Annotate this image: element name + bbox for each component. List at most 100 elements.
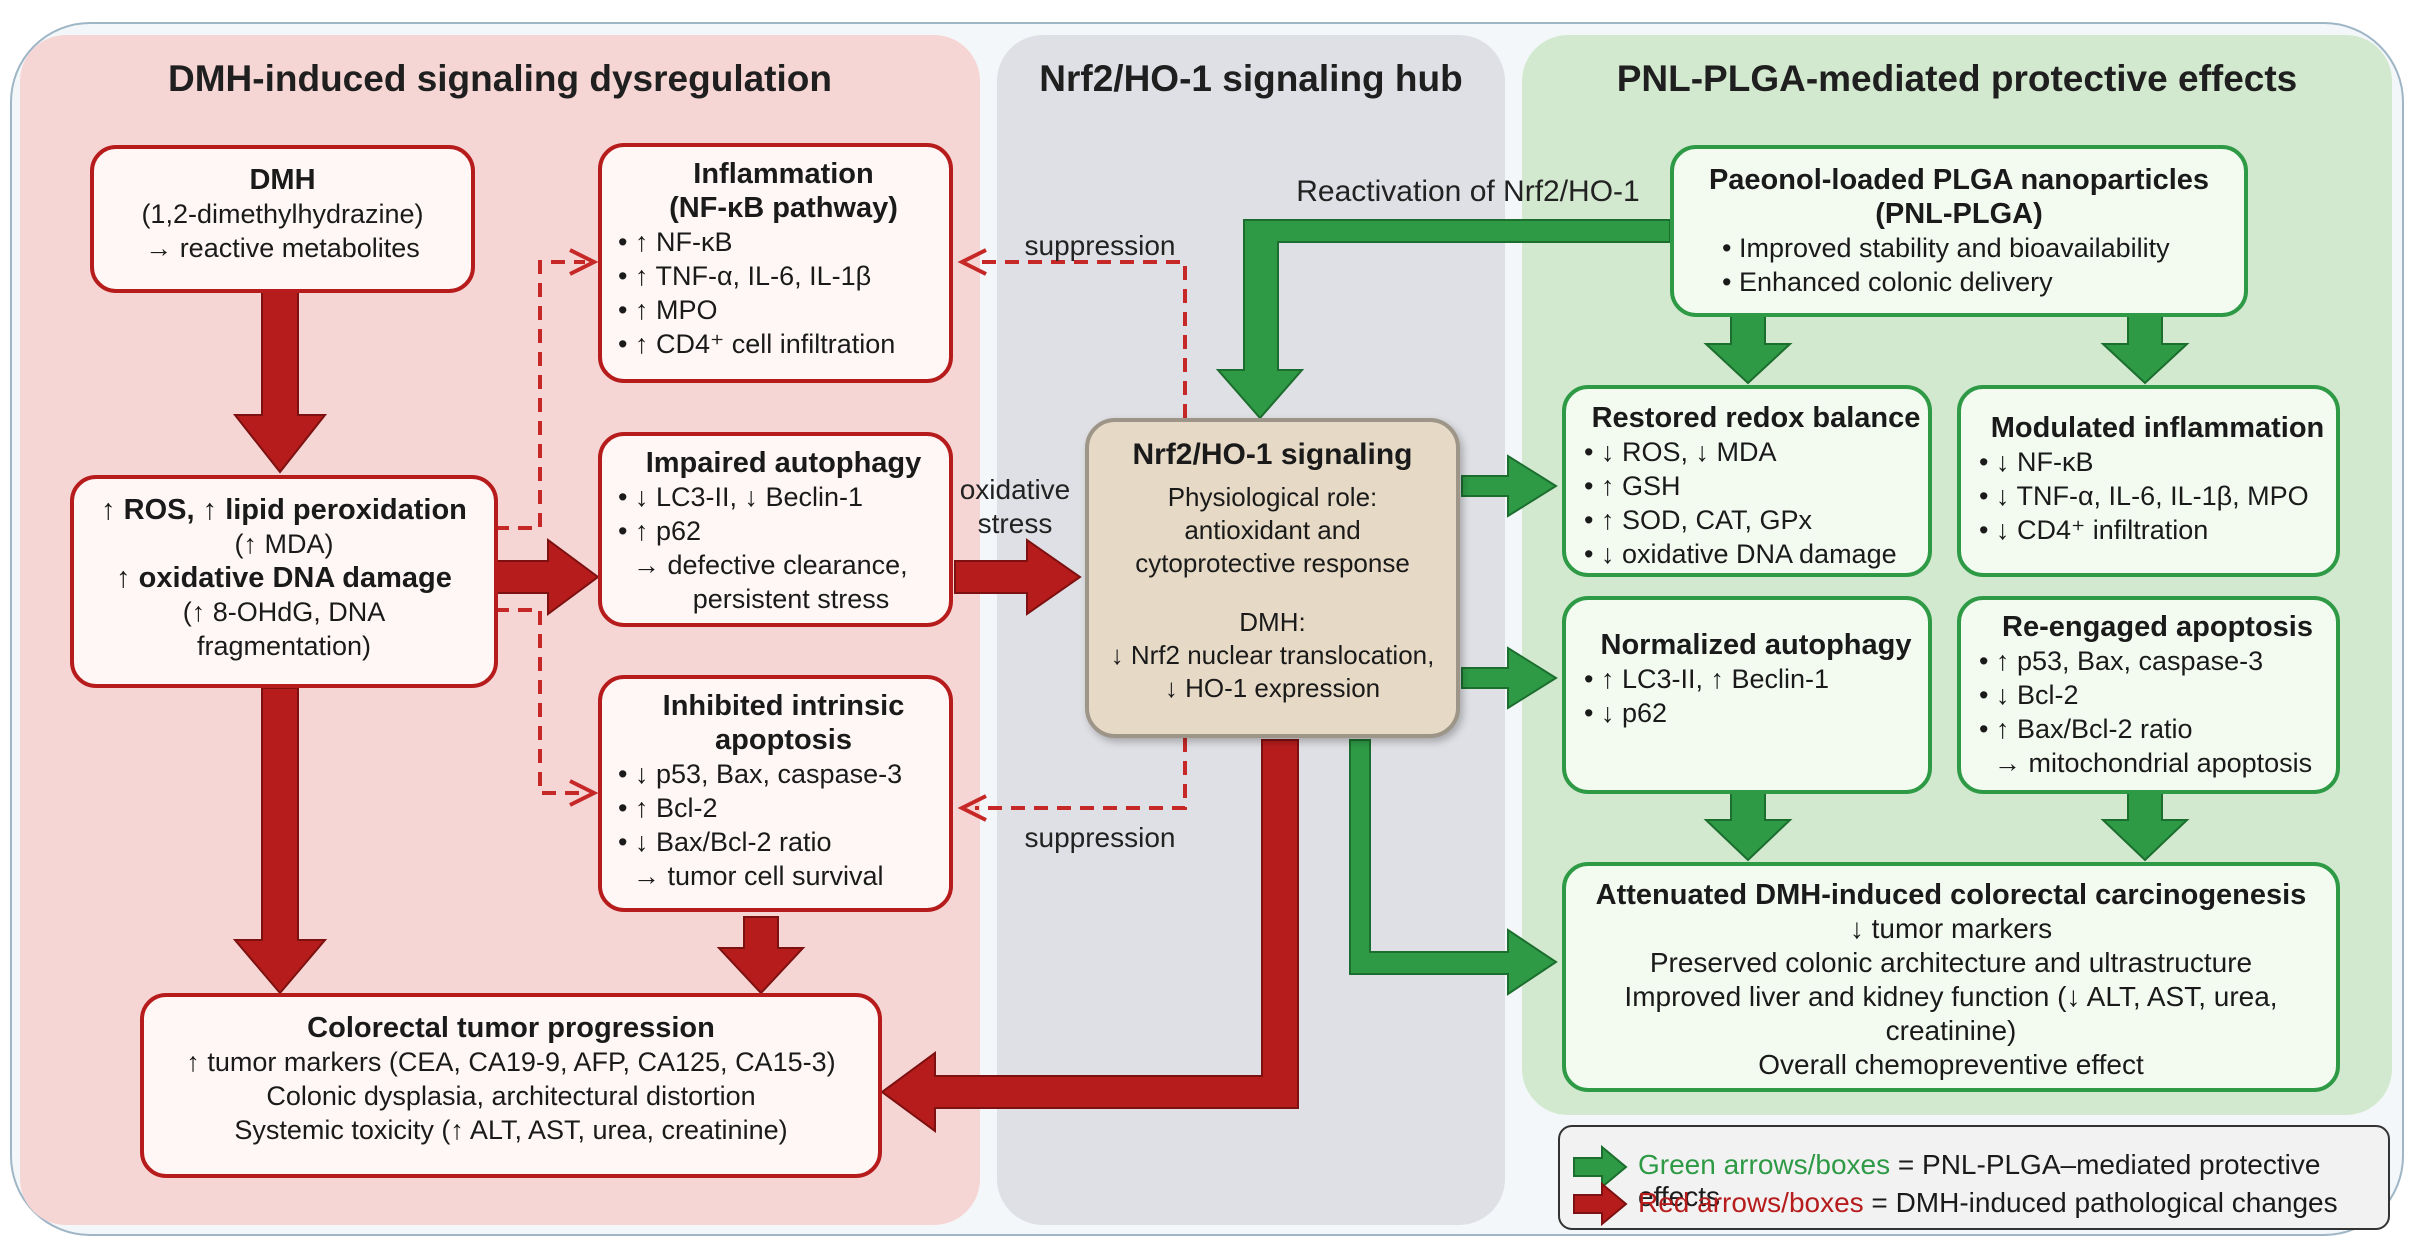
ros-line-5: fragmentation) bbox=[196, 631, 372, 661]
dmh-line-2: → reactive metabolites bbox=[145, 233, 420, 263]
apoptosis-item: • ↓ p53, Bax, caspase-3 bbox=[618, 759, 903, 789]
tumor-line: Systemic toxicity (↑ ALT, AST, urea, cre… bbox=[234, 1115, 788, 1145]
box-modulated-inflammation: Modulated inflammation • ↓ NF-κB • ↓ TNF… bbox=[1957, 385, 2340, 577]
atten-line: Preserved colonic architecture and ultra… bbox=[1649, 947, 2253, 978]
ros-line-3: ↑ oxidative DNA damage bbox=[116, 562, 452, 594]
apoptosis-item: → tumor cell survival bbox=[618, 861, 884, 891]
dashhead-apoptosis bbox=[569, 779, 599, 807]
inflammation-item: • ↑ TNF-α, IL-6, IL-1β bbox=[618, 261, 872, 291]
normaut-item: • ↓ p62 bbox=[1584, 698, 1668, 728]
arrow-hub-to-atten bbox=[1349, 739, 1558, 996]
autophagy-title: Impaired autophagy bbox=[645, 447, 922, 479]
box-impaired-autophagy: Impaired autophagy • ↓ LC3-II, ↓ Beclin-… bbox=[598, 432, 953, 627]
hub-spacer bbox=[1089, 580, 1456, 606]
dashed-hub-suppress-apoptosis bbox=[975, 738, 1187, 810]
redox-item: • ↑ GSH bbox=[1584, 471, 1681, 501]
arrow-apoptosis-to-tumor bbox=[716, 916, 806, 995]
box-nrf2-hub: Nrf2/HO-1 signaling Physiological role: … bbox=[1085, 418, 1460, 738]
legend-red-text: = DMH-induced pathological changes bbox=[1863, 1187, 2338, 1218]
arrow-apoptosis-to-atten bbox=[2100, 792, 2190, 862]
arrow-hub-to-redox bbox=[1461, 454, 1558, 518]
redox-item: • ↓ oxidative DNA damage bbox=[1584, 539, 1897, 569]
atten-title: Attenuated DMH-induced colorectal carcin… bbox=[1595, 879, 2307, 911]
arrow-reactivation bbox=[1215, 219, 1671, 420]
autophagy-item: • ↓ LC3-II, ↓ Beclin-1 bbox=[618, 482, 864, 512]
box-dmh: DMH (1,2-dimethylhydrazine) → reactive m… bbox=[90, 145, 475, 293]
tumor-line: Colonic dysplasia, architectural distort… bbox=[266, 1081, 756, 1111]
hub-line: ↓ Nrf2 nuclear translocation, bbox=[1110, 640, 1435, 670]
apoptosis-title-2: apoptosis bbox=[715, 724, 852, 756]
dmh-title: DMH bbox=[249, 164, 316, 196]
dashhead-suppress-apoptosis bbox=[957, 794, 987, 822]
pnl-title-1: Paeonol-loaded PLGA nanoparticles bbox=[1708, 164, 2210, 196]
reapop-item: • ↑ Bax/Bcl-2 ratio bbox=[1979, 714, 2193, 744]
title-left: DMH-induced signaling dysregulation bbox=[168, 58, 832, 99]
legend-red-key: Red arrows/boxes bbox=[1638, 1187, 1864, 1218]
arrow-autophagy-to-atten bbox=[1703, 792, 1793, 862]
apoptosis-item: • ↓ Bax/Bcl-2 ratio bbox=[618, 827, 832, 857]
box-ros: ↑ ROS, ↑ lipid peroxidation (↑ MDA) ↑ ox… bbox=[70, 475, 498, 688]
hub-line: Physiological role: bbox=[1167, 482, 1378, 512]
pnl-item: • Improved stability and bioavailability bbox=[1722, 233, 2170, 263]
label-suppression-top: suppression bbox=[1024, 230, 1176, 261]
apoptosis-item: • ↑ Bcl-2 bbox=[618, 793, 718, 823]
reapop-item: → mitochondrial apoptosis bbox=[1979, 748, 2313, 778]
legend-arrows bbox=[1573, 1144, 1628, 1227]
arrow-autophagy-to-hub bbox=[954, 538, 1082, 616]
box-reengaged-apoptosis: Re-engaged apoptosis • ↑ p53, Bax, caspa… bbox=[1957, 596, 2340, 794]
legend-green-row: Green arrows/boxes = PNL-PLGA–mediated p… bbox=[1638, 1149, 2388, 1213]
hub-title: Nrf2/HO-1 signaling bbox=[1132, 438, 1413, 471]
box-normalized-autophagy: Normalized autophagy • ↑ LC3-II, ↑ Becli… bbox=[1562, 596, 1932, 794]
dmh-line-1: (1,2-dimethylhydrazine) bbox=[141, 199, 424, 229]
tumor-title: Colorectal tumor progression bbox=[307, 1012, 715, 1044]
modinf-item: • ↓ TNF-α, IL-6, IL-1β, MPO bbox=[1979, 481, 2309, 511]
box-restored-redox: Restored redox balance • ↓ ROS, ↓ MDA • … bbox=[1562, 385, 1932, 577]
reapop-title: Re-engaged apoptosis bbox=[2002, 611, 2313, 643]
ros-line-2: (↑ MDA) bbox=[234, 529, 334, 559]
hub-line: cytoprotective response bbox=[1135, 548, 1410, 578]
arrow-dmh-to-ros bbox=[232, 291, 328, 474]
reapop-item: • ↑ p53, Bax, caspase-3 bbox=[1979, 646, 2264, 676]
reapop-item: • ↓ Bcl-2 bbox=[1979, 680, 2079, 710]
hub-line: antioxidant and bbox=[1184, 515, 1361, 545]
autophagy-item: → defective clearance, bbox=[618, 550, 908, 580]
redox-item: • ↓ ROS, ↓ MDA bbox=[1584, 437, 1777, 467]
arrow-ros-to-autophagy bbox=[494, 538, 600, 616]
arrow-pnl-to-redox bbox=[1703, 315, 1793, 385]
box-attenuated-carcinogenesis: Attenuated DMH-induced colorectal carcin… bbox=[1562, 862, 2340, 1092]
legend: Green arrows/boxes = PNL-PLGA–mediated p… bbox=[1558, 1125, 2390, 1230]
arrow-pnl-to-modinf bbox=[2100, 315, 2190, 385]
label-oxidative: oxidative bbox=[959, 474, 1071, 505]
legend-green-text: = PNL-PLGA–mediated protective effects bbox=[1638, 1149, 2321, 1212]
tumor-line: ↑ tumor markers (CEA, CA19-9, AFP, CA125… bbox=[186, 1047, 836, 1077]
label-stress: stress bbox=[977, 508, 1053, 539]
dashhead-inflammation bbox=[569, 248, 599, 276]
pnl-title-2: (PNL-PLGA) bbox=[1875, 198, 2043, 230]
legend-green-key: Green arrows/boxes bbox=[1638, 1149, 1891, 1180]
inflammation-item: • ↑ NF-κB bbox=[618, 227, 733, 257]
atten-line: Improved liver and kidney function (↓ AL… bbox=[1624, 981, 2278, 1012]
dashed-ros-to-apoptosis bbox=[495, 608, 585, 795]
dashed-ros-to-inflammation bbox=[495, 260, 585, 530]
box-pnl-plga: Paeonol-loaded PLGA nanoparticles (PNL-P… bbox=[1670, 145, 2248, 317]
apoptosis-title-1: Inhibited intrinsic bbox=[662, 690, 905, 722]
redox-title: Restored redox balance bbox=[1591, 402, 1921, 434]
label-reactivation: Reactivation of Nrf2/HO-1 bbox=[1296, 175, 1640, 208]
modinf-title: Modulated inflammation bbox=[1990, 412, 2325, 444]
modinf-item: • ↓ CD4⁺ infiltration bbox=[1979, 515, 2209, 545]
atten-line: Overall chemopreventive effect bbox=[1758, 1049, 2144, 1080]
pnl-item: • Enhanced colonic delivery bbox=[1722, 267, 2053, 297]
atten-line: ↓ tumor markers bbox=[1849, 913, 2053, 944]
dashhead-suppress-inflammation bbox=[957, 248, 987, 276]
inflammation-title-2: (NF-κB pathway) bbox=[669, 192, 898, 224]
box-inflammation: Inflammation (NF-κB pathway) • ↑ NF-κB •… bbox=[598, 143, 953, 383]
legend-green-arrow-icon bbox=[1573, 1144, 1628, 1190]
arrow-ros-to-tumor bbox=[232, 687, 328, 995]
autophagy-item: • ↑ p62 bbox=[618, 516, 702, 546]
box-tumor-progression: Colorectal tumor progression ↑ tumor mar… bbox=[140, 993, 882, 1178]
atten-line: creatinine) bbox=[1885, 1015, 2017, 1046]
inflammation-item: • ↑ MPO bbox=[618, 295, 718, 325]
redox-item: • ↑ SOD, CAT, GPx bbox=[1584, 505, 1812, 535]
legend-red-arrow-icon bbox=[1573, 1181, 1628, 1227]
